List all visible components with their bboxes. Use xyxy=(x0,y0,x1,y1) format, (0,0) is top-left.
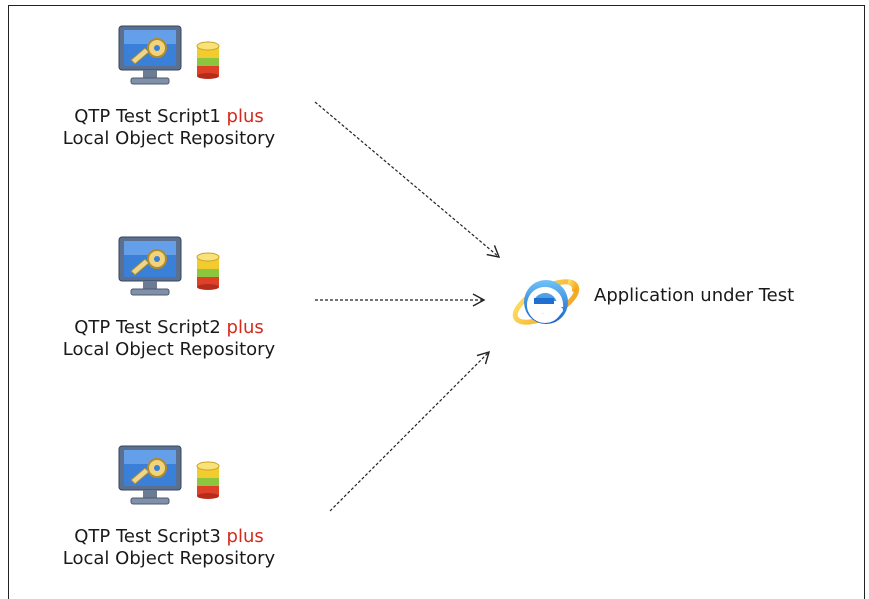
monitor-gear-icon xyxy=(118,236,182,296)
database-icon xyxy=(196,461,220,499)
repository-label: Local Object Repository xyxy=(62,128,276,149)
arrow-script3-to-app xyxy=(329,350,491,512)
application-under-test: Application under Test xyxy=(508,262,794,338)
script-node-2: QTP Test Script2 plus Local Object Repos… xyxy=(19,235,319,361)
internet-explorer-icon xyxy=(512,279,580,325)
database-icon xyxy=(196,252,220,290)
diagram-frame xyxy=(8,5,865,599)
script-node-1: QTP Test Script1 plus Local Object Repos… xyxy=(19,24,319,150)
arrow-script1-to-app xyxy=(314,101,501,258)
repository-label: Local Object Repository xyxy=(62,548,276,569)
plus-label: plus xyxy=(226,317,264,338)
monitor-gear-icon xyxy=(118,445,182,505)
script-node-3: QTP Test Script3 plus Local Object Repos… xyxy=(19,444,319,570)
script-name: QTP Test Script1 xyxy=(74,106,221,127)
script-name: QTP Test Script2 xyxy=(74,317,221,338)
database-icon xyxy=(196,41,220,79)
plus-label: plus xyxy=(226,106,264,127)
application-label: Application under Test xyxy=(594,284,795,306)
script-name: QTP Test Script3 xyxy=(74,526,221,547)
repository-label: Local Object Repository xyxy=(62,339,276,360)
plus-label: plus xyxy=(226,526,264,547)
monitor-gear-icon xyxy=(118,25,182,85)
